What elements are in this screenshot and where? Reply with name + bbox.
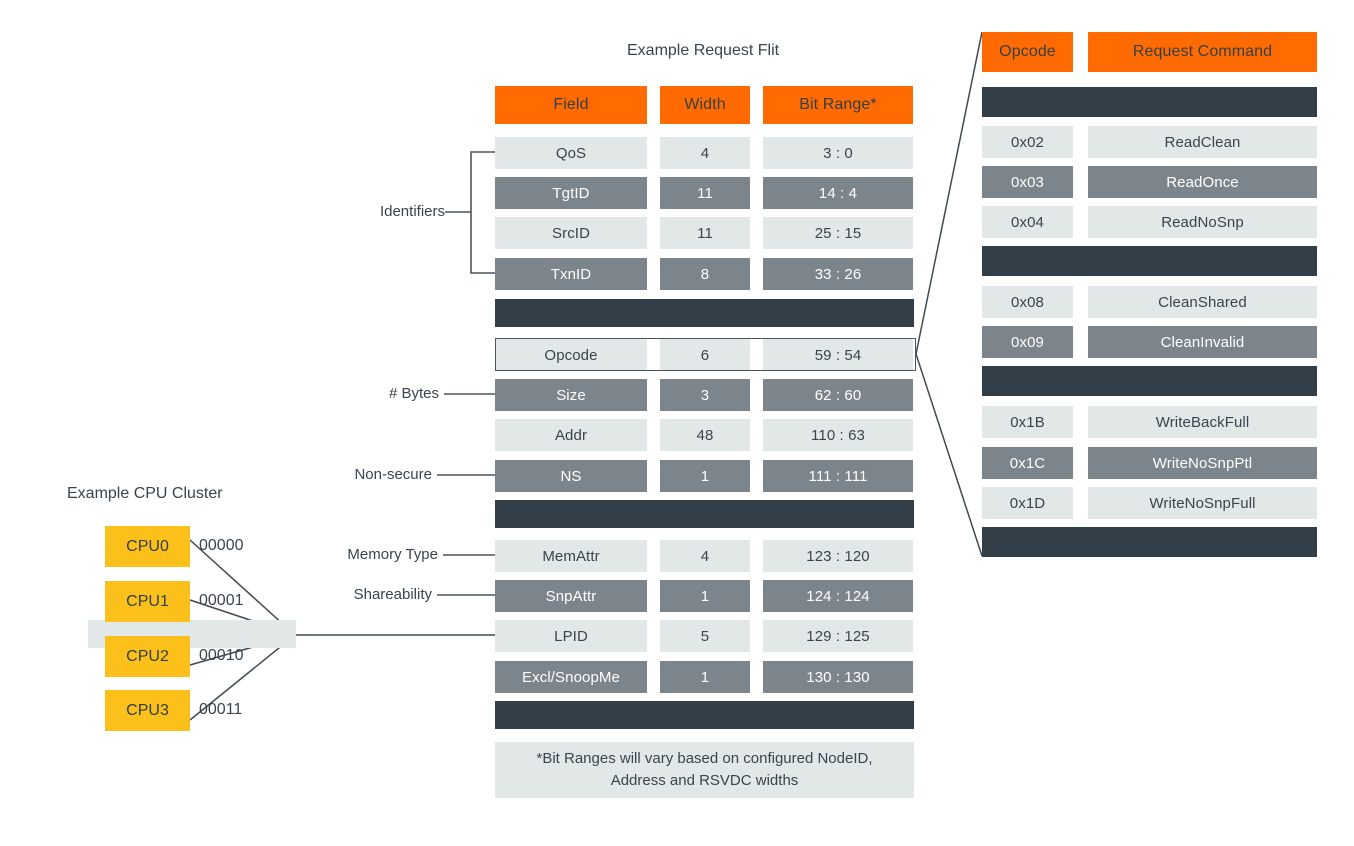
flit-cell-bitrange-size[interactable]: 62 : 60 — [763, 379, 913, 411]
annotation-nonsecure: Non-secure — [354, 466, 432, 483]
opcode-cell-code-0x02[interactable]: 0x02 — [982, 126, 1073, 158]
flit-cell-width-tgtid[interactable]: 11 — [660, 177, 750, 209]
flit-cell-bitrange-ns[interactable]: 111 : 111 — [763, 460, 913, 492]
flit-cell-bitrange-txnid[interactable]: 33 : 26 — [763, 258, 913, 290]
cpu-cluster-title: Example CPU Cluster — [67, 485, 223, 502]
opcode-cell-command-0x1d[interactable]: WriteNoSnpFull — [1088, 487, 1317, 519]
cpu-id-cpu2: 00010 — [199, 647, 244, 664]
flit-cell-field-srcid[interactable]: SrcID — [495, 217, 647, 249]
flit-cell-bitrange-memattr[interactable]: 123 : 120 — [763, 540, 913, 572]
cpu-box-cpu0[interactable]: CPU0 — [105, 526, 190, 567]
opcode-cell-code-0x03[interactable]: 0x03 — [982, 166, 1073, 198]
cpu-box-cpu3[interactable]: CPU3 — [105, 690, 190, 731]
opcode-cell-command-0x08[interactable]: CleanShared — [1088, 286, 1317, 318]
flit-cell-width-size[interactable]: 3 — [660, 379, 750, 411]
flit-cell-field-tgtid[interactable]: TgtID — [495, 177, 647, 209]
flit-cell-width-excl-snoopme[interactable]: 1 — [660, 661, 750, 693]
flit-cell-width-snpattr[interactable]: 1 — [660, 580, 750, 612]
flit-cell-field-memattr[interactable]: MemAttr — [495, 540, 647, 572]
flit-cell-bitrange-lpid[interactable]: 129 : 125 — [763, 620, 913, 652]
flit-cell-width-addr[interactable]: 48 — [660, 419, 750, 451]
flit-cell-field-lpid[interactable]: LPID — [495, 620, 647, 652]
annotation-identifiers: Identifiers — [379, 203, 445, 220]
flit-separator-9 — [495, 500, 914, 528]
flit-header-field: Field — [495, 86, 647, 124]
opcode-cell-command-0x1c[interactable]: WriteNoSnpPtl — [1088, 447, 1317, 479]
opcode-header-command: Request Command — [1088, 32, 1317, 72]
annotation-memorytype: Memory Type — [347, 546, 438, 563]
cpu-id-cpu3: 00011 — [199, 701, 243, 718]
flit-cell-bitrange-qos[interactable]: 3 : 0 — [763, 137, 913, 169]
flit-header-width: Width — [660, 86, 750, 124]
flit-cell-width-qos[interactable]: 4 — [660, 137, 750, 169]
flit-cell-width-opcode[interactable]: 6 — [660, 339, 750, 371]
flit-cell-bitrange-excl-snoopme[interactable]: 130 : 130 — [763, 661, 913, 693]
flit-cell-bitrange-addr[interactable]: 110 : 63 — [763, 419, 913, 451]
opcode-cell-command-0x02[interactable]: ReadClean — [1088, 126, 1317, 158]
flit-cell-field-qos[interactable]: QoS — [495, 137, 647, 169]
annotation-bytes: # Bytes — [388, 385, 439, 402]
opcode-callout-lines — [915, 31, 983, 557]
cpu-id-cpu0: 00000 — [199, 537, 244, 554]
opcode-cell-code-0x1c[interactable]: 0x1C — [982, 447, 1073, 479]
flit-cell-bitrange-srcid[interactable]: 25 : 15 — [763, 217, 913, 249]
opcode-separator-4 — [982, 246, 1317, 276]
cpu-box-cpu2[interactable]: CPU2 — [105, 636, 190, 677]
opcode-cell-command-0x04[interactable]: ReadNoSnp — [1088, 206, 1317, 238]
flit-cell-field-ns[interactable]: NS — [495, 460, 647, 492]
opcode-separator-0 — [982, 87, 1317, 117]
flit-header-bitrange: Bit Range* — [763, 86, 913, 124]
opcode-cell-command-0x09[interactable]: CleanInvalid — [1088, 326, 1317, 358]
flit-cell-width-srcid[interactable]: 11 — [660, 217, 750, 249]
flit-cell-width-txnid[interactable]: 8 — [660, 258, 750, 290]
flit-separator-4 — [495, 299, 914, 327]
flit-cell-field-addr[interactable]: Addr — [495, 419, 647, 451]
opcode-highlight-box[interactable] — [495, 338, 916, 371]
flit-cell-bitrange-opcode[interactable]: 59 : 54 — [763, 339, 913, 371]
opcode-cell-code-0x04[interactable]: 0x04 — [982, 206, 1073, 238]
opcode-separator-11 — [982, 527, 1317, 557]
flit-cell-bitrange-snpattr[interactable]: 124 : 124 — [763, 580, 913, 612]
flit-cell-width-ns[interactable]: 1 — [660, 460, 750, 492]
flit-table-title: Example Request Flit — [627, 42, 780, 59]
flit-cell-field-txnid[interactable]: TxnID — [495, 258, 647, 290]
flit-cell-field-size[interactable]: Size — [495, 379, 647, 411]
opcode-cell-code-0x1b[interactable]: 0x1B — [982, 406, 1073, 438]
flit-cell-width-memattr[interactable]: 4 — [660, 540, 750, 572]
flit-separator-14 — [495, 701, 914, 729]
cpu-id-cpu1: 00001 — [199, 592, 244, 609]
identifiers-bracket-line — [445, 151, 495, 274]
flit-cell-field-opcode[interactable]: Opcode — [495, 339, 647, 371]
opcode-separator-7 — [982, 366, 1317, 396]
flit-cell-field-excl-snoopme[interactable]: Excl/SnoopMe — [495, 661, 647, 693]
flit-cell-field-snpattr[interactable]: SnpAttr — [495, 580, 647, 612]
opcode-cell-code-0x08[interactable]: 0x08 — [982, 286, 1073, 318]
opcode-cell-command-0x1b[interactable]: WriteBackFull — [1088, 406, 1317, 438]
annotation-shareability: Shareability — [353, 586, 432, 603]
opcode-header-opcode: Opcode — [982, 32, 1073, 72]
opcode-cell-command-0x03[interactable]: ReadOnce — [1088, 166, 1317, 198]
flit-cell-bitrange-tgtid[interactable]: 14 : 4 — [763, 177, 913, 209]
flit-cell-width-lpid[interactable]: 5 — [660, 620, 750, 652]
opcode-cell-code-0x09[interactable]: 0x09 — [982, 326, 1073, 358]
flit-footnote: *Bit Ranges will vary based on configure… — [495, 742, 914, 798]
opcode-cell-code-0x1d[interactable]: 0x1D — [982, 487, 1073, 519]
cpu-box-cpu1[interactable]: CPU1 — [105, 581, 190, 622]
